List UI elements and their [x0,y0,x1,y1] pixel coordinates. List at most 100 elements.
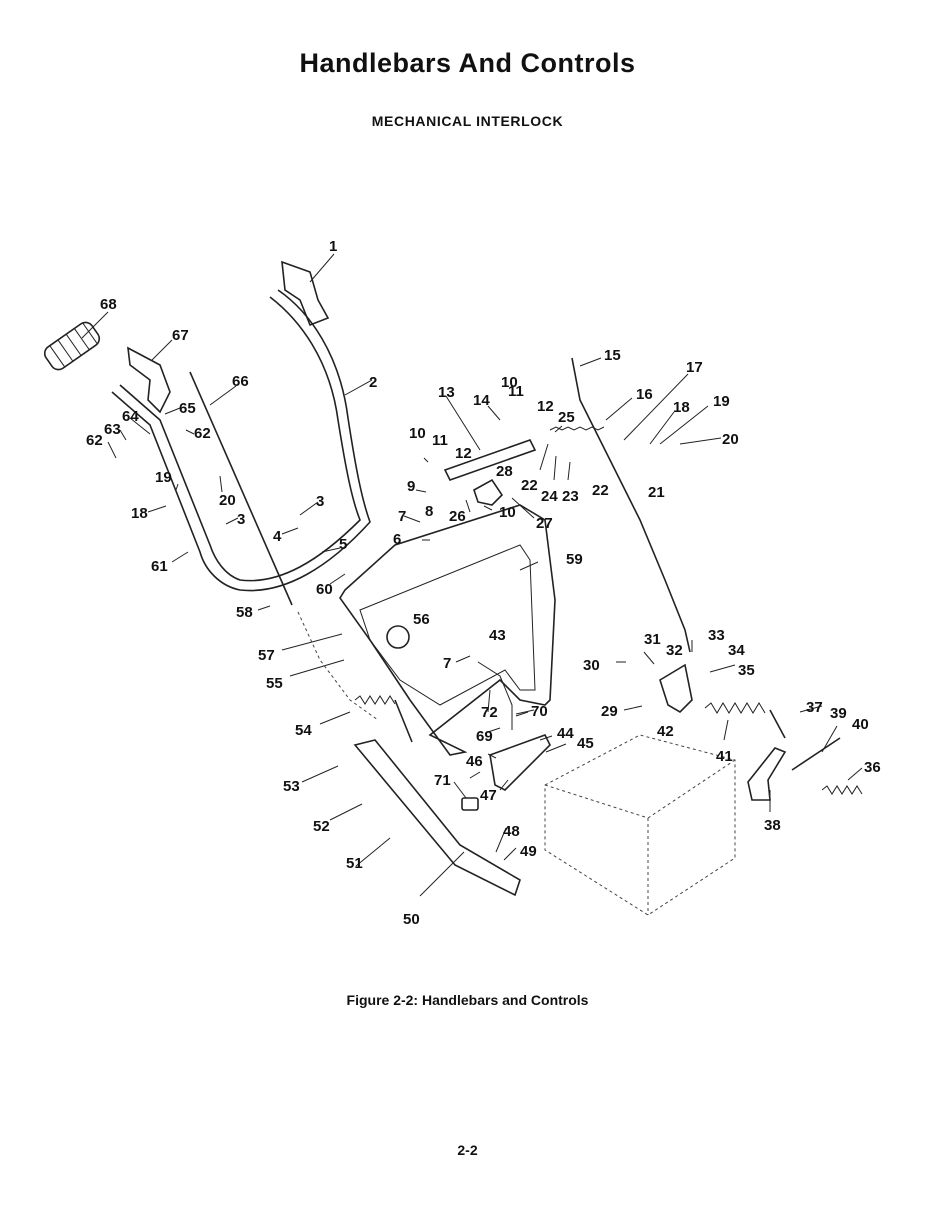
page-number: 2-2 [457,1142,478,1158]
chain-cable [297,611,379,721]
callout-48: 48 [503,823,520,840]
callout-33: 33 [708,627,725,644]
callout-71: 71 [434,772,451,789]
callout-3: 3 [316,493,324,510]
callout-18: 18 [673,399,690,416]
callout-35: 35 [738,662,755,679]
handle-bar-50 [353,739,521,897]
callout-38: 38 [764,817,781,834]
callout-24: 24 [541,488,558,505]
callout-5: 5 [339,536,347,553]
callout-40: 40 [852,716,869,733]
callout-49: 49 [520,843,537,860]
page-subtitle: MECHANICAL INTERLOCK [371,113,564,129]
callout-leaders [81,253,863,897]
callout-6: 6 [393,531,401,548]
callout-65: 65 [179,400,196,417]
callout-26: 26 [449,508,466,525]
callout-57: 57 [258,647,275,664]
callout-9: 9 [407,478,415,495]
control-rod-left [189,371,293,606]
handlebar-bracket [281,260,330,327]
callout-28: 28 [496,463,513,480]
callout-63: 63 [104,421,121,438]
callout-12: 12 [455,445,472,462]
callout-39: 39 [830,705,847,722]
parts-drawing [43,260,863,916]
callout-34: 34 [728,642,745,659]
callout-7: 7 [443,655,451,672]
callout-68: 68 [100,296,117,313]
callout-19: 19 [155,469,172,486]
callout-16: 16 [636,386,653,403]
callout-59: 59 [566,551,583,568]
callout-31: 31 [644,631,661,648]
callout-11: 11 [508,383,524,400]
callout-20: 20 [219,492,236,509]
callout-7: 7 [398,508,406,525]
lever-38 [747,747,787,801]
callout-12: 12 [537,398,554,415]
callout-66: 66 [232,373,249,390]
callout-15: 15 [604,347,621,364]
callout-27: 27 [536,515,553,532]
callout-30: 30 [583,657,600,674]
housing-outline [544,734,736,916]
callout-50: 50 [403,911,420,928]
knob-56 [386,625,410,649]
callout-61: 61 [151,558,168,575]
callout-47: 47 [480,787,497,804]
figure-caption: Figure 2-2: Handlebars and Controls [346,992,589,1008]
callout-45: 45 [577,735,594,752]
callout-10: 10 [499,504,516,521]
callout-41: 41 [716,748,733,765]
callout-58: 58 [236,604,253,621]
linkage-bar [443,439,537,481]
callout-22: 22 [592,482,609,499]
callout-4: 4 [273,528,282,545]
callout-21: 21 [648,484,665,501]
spring-54 [354,695,396,705]
callout-43: 43 [489,627,506,644]
callout-54: 54 [295,722,312,739]
control-rod-right [571,357,691,653]
callout-44: 44 [557,725,574,742]
callout-53: 53 [283,778,300,795]
callout-10: 10 [501,374,518,391]
callout-13: 13 [438,384,455,401]
callout-60: 60 [316,581,333,598]
callout-20: 20 [722,431,739,448]
callout-52: 52 [313,818,330,835]
callout-23: 23 [562,488,579,505]
callout-22: 22 [521,477,538,494]
callout-56: 56 [413,611,430,628]
callout-29: 29 [601,703,618,720]
callout-69: 69 [476,728,493,745]
handlebar-tube [119,296,361,582]
callout-14: 14 [473,392,490,409]
callout-3: 3 [237,511,245,528]
callout-10: 10 [409,425,426,442]
callout-62: 62 [194,425,211,442]
callout-64: 64 [122,408,139,425]
callout-55: 55 [266,675,283,692]
callout-2: 2 [369,374,377,391]
callout-19: 19 [713,393,730,410]
callout-67: 67 [172,327,189,344]
lever-bracket [659,663,693,714]
dash-panel [339,504,556,756]
callout-1: 1 [329,238,337,255]
callout-62: 62 [86,432,103,449]
handle-bracket-left [127,346,171,414]
callout-46: 46 [466,753,483,770]
callout-8: 8 [425,503,433,520]
callout-51: 51 [346,855,363,872]
callout-32: 32 [666,642,683,659]
callout-18: 18 [131,505,148,522]
callout-17: 17 [686,359,703,376]
callout-11: 11 [432,432,448,449]
callout-25: 25 [558,409,575,426]
callout-42: 42 [657,723,674,740]
